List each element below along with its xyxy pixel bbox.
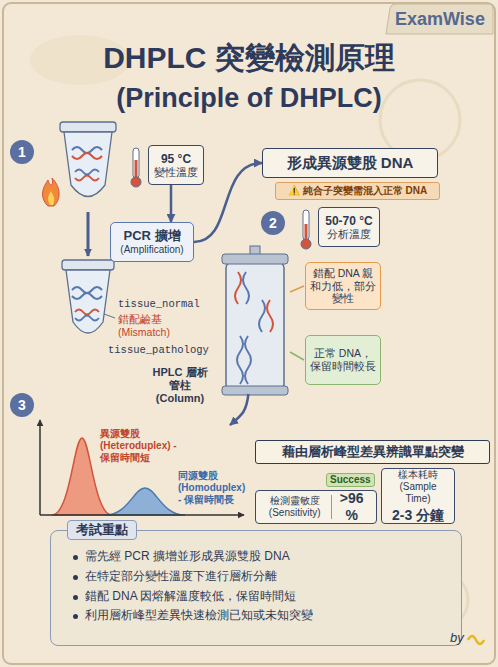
mismatch-label: 錯配鹼基 (Mismatch) xyxy=(118,313,198,338)
signature: by xyxy=(450,630,464,646)
node-text: 正常 DNA，保留時間較長 xyxy=(310,347,376,372)
callout-number: 3 xyxy=(10,393,34,417)
node-box: 50-70 °C分析溫度 xyxy=(318,207,380,247)
flow-arrow xyxy=(170,185,173,222)
node-subtext: 分析溫度 xyxy=(327,228,371,241)
flow-arrow xyxy=(230,394,248,425)
node-text: 藉由層析峰型差異辨識單點突變 xyxy=(282,444,464,460)
node-text: 50-70 °C xyxy=(325,214,373,228)
node-text: 錯配 DNA 親和力低，部分變性 xyxy=(310,267,376,305)
node-text: 考試重點 xyxy=(67,520,137,540)
node-box: 異源雙股 (Heteroduplex) - 保留時間短同源雙股 (Homodup… xyxy=(30,425,250,517)
brand: ExamWise xyxy=(395,9,485,31)
node-text: 95 °C xyxy=(161,152,191,166)
status-badge: Success xyxy=(326,473,375,487)
node-text: HPLC 層析管柱 (Column) xyxy=(148,366,212,406)
flow-arrow xyxy=(194,163,262,242)
node-subtext: 利用層析峰型差異快速檢測已知或未知突變 xyxy=(71,606,313,626)
node-box: 形成異源雙股 DNA xyxy=(262,148,438,178)
node-subtext: 2-3 分鐘 xyxy=(392,507,444,524)
title: DHPLC 突變檢測原理 xyxy=(0,40,498,76)
node-box: 錯配 DNA 親和力低，部分變性 xyxy=(305,262,381,310)
node-box: 檢測靈敏度 (Sensitivity)>96 % xyxy=(255,490,377,524)
node-text: 檢測靈敏度 (Sensitivity) xyxy=(261,495,332,519)
node-box: 藉由層析峰型差異辨識單點突變 xyxy=(255,440,490,464)
callout-number: 2 xyxy=(261,211,285,235)
node-text: PCR 擴增 xyxy=(123,228,180,244)
node-text: 樣本耗時 (Sample Time) xyxy=(386,469,450,505)
sample-label: tissue_normal xyxy=(118,298,200,311)
node-box: 考試重點需先經 PCR 擴增並形成異源雙股 DNA在特定部分變性溫度下進行層析分… xyxy=(50,530,462,646)
node-subtext: 同源雙股 (Homoduplex) - 保留時間長 xyxy=(178,470,250,506)
node-box: ⚠️ 純合子突變需混入正常 DNA xyxy=(275,182,440,200)
node-box: PCR 擴增(Amplification) xyxy=(110,222,194,262)
subtitle: (Principle of DHPLC) xyxy=(0,82,498,114)
node-box: 95 °C變性溫度 xyxy=(148,145,204,185)
node-subtext: 錯配 DNA 因熔解溫度較低，保留時間短 xyxy=(71,587,296,607)
node-subtext: 在特定部分變性溫度下進行層析分離 xyxy=(71,567,277,587)
node-subtext: >96 % xyxy=(332,490,371,524)
node-box: HPLC 層析管柱 (Column) xyxy=(222,256,288,394)
node-text: ⚠️ 純合子突變需混入正常 DNA xyxy=(288,185,427,197)
node-text: 形成異源雙股 DNA xyxy=(287,154,414,172)
node-box: 樣本耗時 (Sample Time) 2-3 分鐘 xyxy=(381,468,455,524)
callout-number: 1 xyxy=(10,140,34,164)
node-subtext: (Amplification) xyxy=(120,244,183,256)
node-text: 異源雙股 (Heteroduplex) - 保留時間短 xyxy=(100,428,182,464)
node-subtext: 變性溫度 xyxy=(154,166,198,179)
sample-label: tissue_pathology xyxy=(108,344,209,357)
node-box: 正常 DNA，保留時間較長 xyxy=(305,335,381,385)
node-subtext: 需先經 PCR 擴增並形成異源雙股 DNA xyxy=(71,547,290,567)
